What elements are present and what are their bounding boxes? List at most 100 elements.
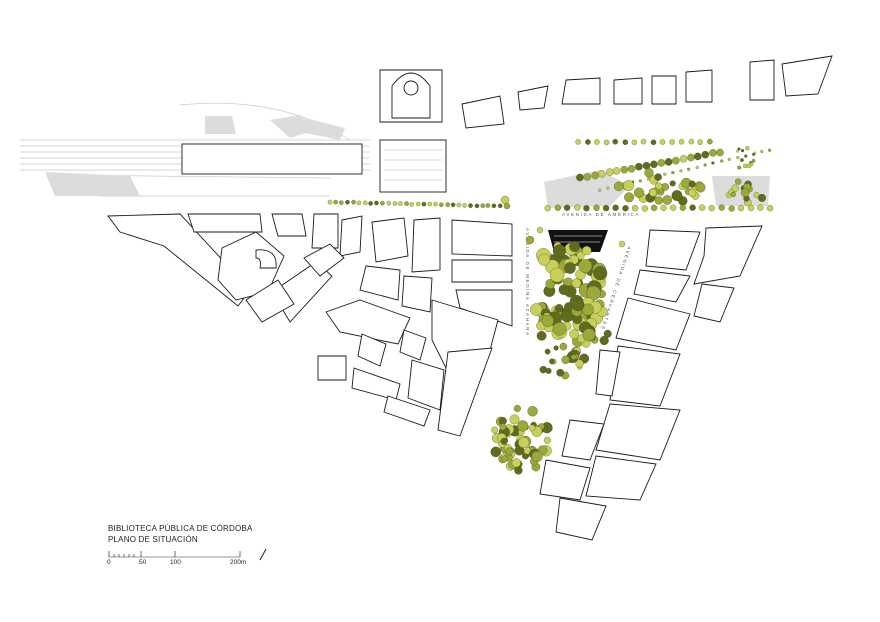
- tree: [544, 348, 551, 355]
- tree: [536, 330, 547, 341]
- tree: [433, 201, 438, 207]
- tree: [530, 303, 543, 316]
- tree: [631, 139, 638, 146]
- west-district-blocks: [107, 213, 363, 323]
- tree: [571, 298, 585, 312]
- tree: [583, 205, 590, 212]
- legend-title: BIBLIOTECA PÚBLICA DE CÓRDOBA: [108, 524, 253, 533]
- tree: [380, 200, 385, 206]
- tree: [740, 188, 750, 197]
- tree: [631, 204, 639, 212]
- tree: [742, 163, 748, 169]
- tree: [662, 195, 673, 205]
- tree: [450, 202, 456, 208]
- tree: [582, 328, 596, 342]
- tree: [538, 253, 551, 266]
- tree: [491, 203, 497, 209]
- tree: [612, 138, 618, 145]
- tree: [740, 158, 744, 162]
- tree: [649, 188, 657, 197]
- tree: [612, 167, 621, 175]
- tree: [735, 178, 742, 185]
- tree: [737, 147, 741, 151]
- tree: [744, 154, 748, 158]
- tree: [657, 159, 666, 167]
- tree: [612, 204, 619, 211]
- tree: [594, 139, 600, 145]
- tree: [659, 139, 666, 145]
- tree: [687, 153, 695, 162]
- tree: [439, 202, 444, 208]
- tree: [728, 205, 735, 212]
- tree: [766, 205, 774, 212]
- tree: [694, 152, 702, 161]
- tree: [564, 262, 576, 274]
- tree: [711, 161, 715, 165]
- tree: [654, 196, 663, 205]
- tree: [569, 241, 581, 252]
- tree: [633, 187, 645, 198]
- tree: [737, 204, 745, 212]
- tree: [671, 171, 675, 175]
- tree: [627, 165, 636, 173]
- tree: [583, 173, 592, 181]
- tree: [456, 202, 462, 208]
- tree: [368, 201, 373, 206]
- tree: [528, 424, 536, 432]
- tree: [500, 437, 508, 445]
- tree: [541, 314, 554, 327]
- tree: [491, 426, 499, 434]
- tree: [663, 172, 667, 176]
- tree: [701, 150, 710, 159]
- tree: [490, 446, 502, 458]
- tree: [624, 192, 635, 203]
- tree: [623, 180, 635, 192]
- tree: [757, 204, 764, 211]
- tree: [718, 204, 725, 211]
- tree: [518, 436, 530, 449]
- tree: [593, 266, 608, 281]
- tree: [525, 235, 535, 245]
- tree: [654, 173, 662, 181]
- tree: [688, 138, 695, 145]
- tree: [654, 182, 663, 190]
- east-district-blocks: [539, 225, 763, 541]
- tree-canopy-layer: [327, 138, 774, 475]
- tree: [591, 171, 599, 180]
- tree: [554, 204, 562, 211]
- tree: [679, 204, 686, 211]
- tree: [731, 184, 739, 192]
- tree: [670, 204, 677, 211]
- tree: [638, 179, 642, 183]
- tree: [688, 188, 697, 197]
- tree: [561, 355, 570, 364]
- tree: [599, 335, 609, 346]
- tree: [480, 203, 485, 208]
- tree: [622, 139, 629, 145]
- legend-subtitle: PLANO DE SITUACIÓN: [108, 535, 198, 544]
- tree: [606, 168, 614, 176]
- tree: [650, 139, 657, 146]
- tree: [513, 404, 521, 413]
- tree: [635, 162, 643, 171]
- tree: [736, 156, 740, 160]
- tree: [556, 368, 565, 377]
- tree: [398, 201, 403, 206]
- tree: [517, 420, 529, 432]
- plaza-grey-areas: [544, 170, 770, 208]
- tree: [606, 186, 610, 190]
- tree: [485, 203, 491, 208]
- tree: [760, 149, 764, 154]
- tree: [768, 148, 772, 152]
- tree: [753, 151, 757, 155]
- tree: [641, 205, 648, 212]
- tree: [622, 205, 629, 212]
- tree: [571, 278, 582, 289]
- tree: [650, 204, 658, 212]
- tree: [576, 173, 584, 182]
- tree: [509, 414, 520, 425]
- rail-grey-patches: [45, 115, 345, 196]
- tree: [678, 138, 685, 145]
- tree: [679, 155, 688, 163]
